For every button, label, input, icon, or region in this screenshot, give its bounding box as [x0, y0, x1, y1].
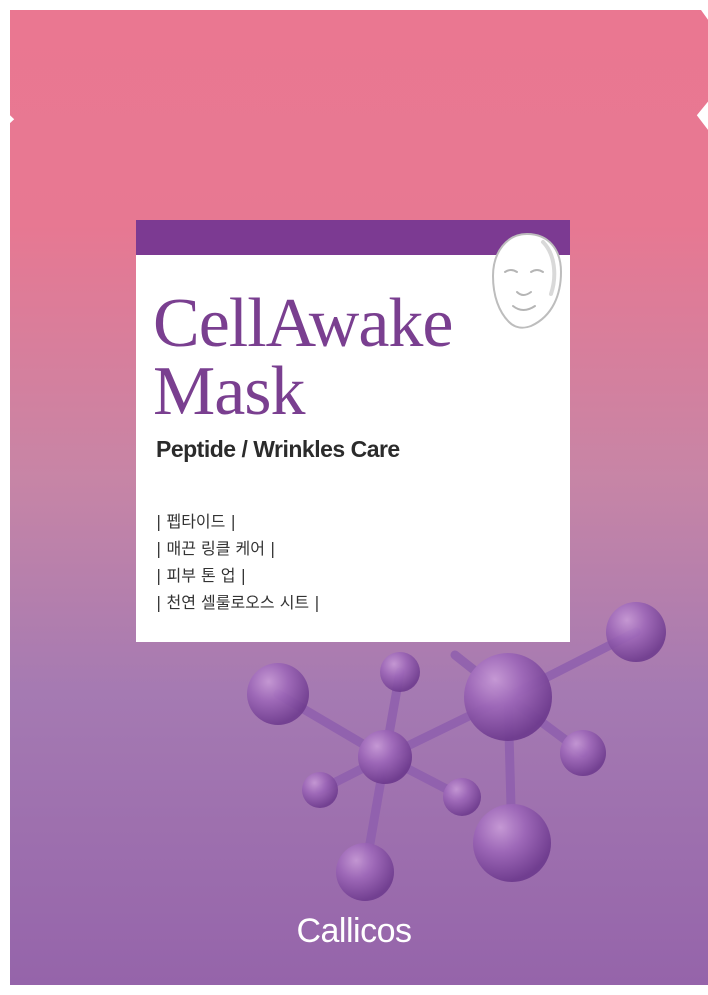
brand-name: Callicos [296, 912, 412, 950]
product-title-line2: Mask [153, 353, 306, 430]
benefit-item: | 천연 셀룰로오스 시트 | [156, 593, 320, 612]
face-mask-icon [491, 232, 563, 329]
benefit-item: | 펩타이드 | [156, 512, 236, 531]
benefit-list: | 펩타이드 | | 매끈 링클 케어 | | 피부 톤 업 | | 천연 셀룰… [156, 508, 320, 616]
product-subtitle: Peptide / Wrinkles Care [156, 436, 400, 462]
product-title: CellAwake Mask [153, 285, 453, 430]
label-top-bar [136, 220, 570, 255]
molecule-nodes [247, 602, 666, 901]
benefit-item: | 피부 톤 업 | [156, 566, 247, 585]
product-title-line1: CellAwake [153, 285, 453, 362]
benefit-item: | 매끈 링클 케어 | [156, 539, 276, 558]
label-card [136, 220, 570, 642]
